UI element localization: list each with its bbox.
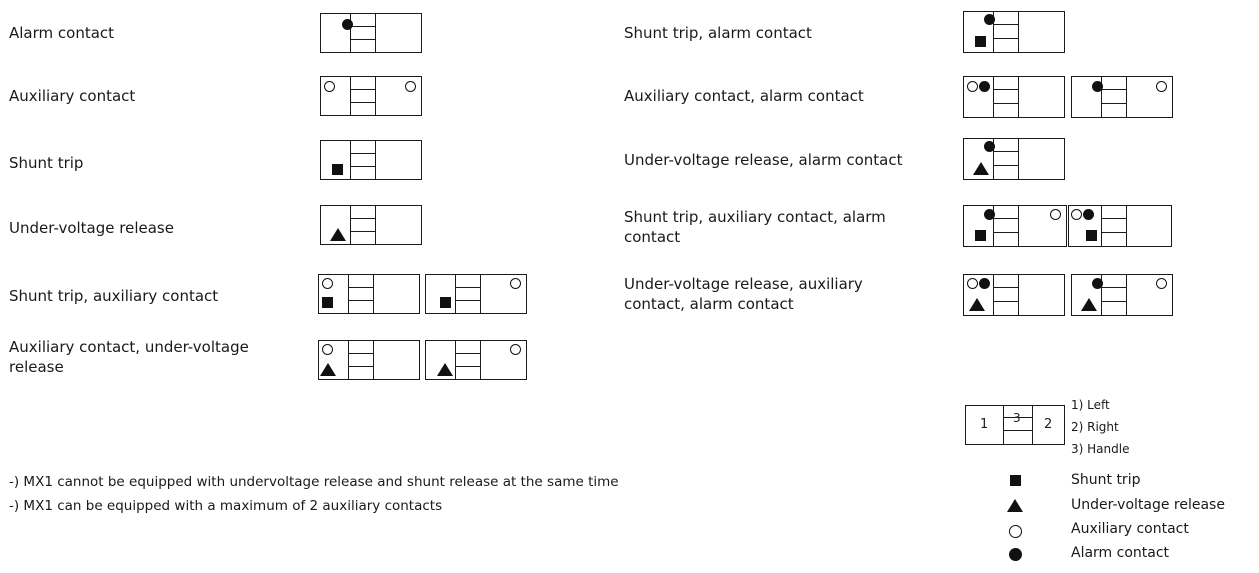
diagram-alarm [320, 13, 422, 53]
legend-undervoltage-release: Under-voltage release [1071, 497, 1225, 513]
alarm-contact-icon [979, 81, 990, 92]
shunt-trip-icon [1086, 230, 1097, 241]
shunt-trip-icon [975, 230, 986, 241]
auxiliary-contact-icon [1071, 209, 1082, 220]
legend-position-handle: 3) Handle [1071, 442, 1130, 456]
undervoltage-release-icon [1007, 499, 1023, 512]
alarm-contact-icon [1083, 209, 1094, 220]
diagram-shunt-aux-right [425, 274, 527, 314]
diagram-shunt-alarm [963, 11, 1065, 53]
alarm-contact-icon [979, 278, 990, 289]
legend-position-left: 1) Left [1071, 398, 1110, 412]
undervoltage-release-icon [969, 298, 985, 311]
row-label-undervoltage-alarm: Under-voltage release, alarm contact [624, 151, 903, 169]
row-label-uv-aux-alarm: Under-voltage release, auxiliary contact… [624, 275, 863, 313]
auxiliary-contact-icon [1050, 209, 1061, 220]
alarm-contact-icon [1009, 548, 1022, 561]
row-label-undervoltage: Under-voltage release [9, 219, 174, 237]
alarm-contact-icon [1092, 81, 1103, 92]
diagram-aux-uv-right [425, 340, 527, 380]
auxiliary-contact-icon [324, 81, 335, 92]
auxiliary-contact-icon [967, 278, 978, 289]
shunt-trip-icon [322, 297, 333, 308]
legend-alarm-contact: Alarm contact [1071, 545, 1170, 561]
diagram-shunt-aux-alarm-right [1068, 205, 1172, 247]
auxiliary-contact-icon [322, 278, 333, 289]
legend-auxiliary-contact: Auxiliary contact [1071, 521, 1189, 537]
alarm-contact-icon [1092, 278, 1103, 289]
diagram-aux-alarm-right [1071, 76, 1173, 118]
row-label-auxiliary: Auxiliary contact [9, 87, 136, 105]
legend-key-box: 1 3 2 [965, 405, 1065, 445]
row-label-shunt: Shunt trip [9, 154, 84, 172]
note-undervoltage-shunt: -) MX1 cannot be equipped with undervolt… [9, 474, 619, 490]
undervoltage-release-icon [973, 162, 989, 175]
auxiliary-contact-icon [967, 81, 978, 92]
diagram-uv-aux-alarm-right [1071, 274, 1173, 316]
diagram-uv-aux-alarm-left [963, 274, 1065, 316]
row-label-shunt-aux: Shunt trip, auxiliary contact [9, 287, 219, 305]
row-label-shunt-aux-alarm: Shunt trip, auxiliary contact, alarm con… [624, 208, 886, 246]
alarm-contact-icon [984, 141, 995, 152]
auxiliary-contact-icon [1156, 81, 1167, 92]
shunt-trip-icon [332, 164, 343, 175]
shunt-trip-icon [975, 36, 986, 47]
auxiliary-contact-icon [510, 278, 521, 289]
alarm-contact-icon [342, 19, 353, 30]
alarm-contact-icon [984, 14, 995, 25]
diagram-aux-uv-left [318, 340, 420, 380]
undervoltage-release-icon [1081, 298, 1097, 311]
diagram-undervoltage [320, 205, 422, 245]
shunt-trip-icon [1010, 475, 1021, 486]
legend-shunt-trip: Shunt trip [1071, 472, 1141, 488]
legend-key-middle: 3 [1013, 411, 1021, 425]
diagram-shunt-aux-alarm-left [963, 205, 1067, 247]
undervoltage-release-icon [437, 363, 453, 376]
auxiliary-contact-icon [510, 344, 521, 355]
legend-key-right: 2 [1044, 417, 1053, 432]
auxiliary-contact-icon [1156, 278, 1167, 289]
row-label-shunt-alarm: Shunt trip, alarm contact [624, 24, 812, 42]
diagram-uv-alarm [963, 138, 1065, 180]
row-label-aux-undervoltage: Auxiliary contact, under-voltage release [9, 338, 249, 376]
undervoltage-release-icon [320, 363, 336, 376]
diagram-shunt-aux-left [318, 274, 420, 314]
legend-key-left: 1 [980, 417, 989, 432]
alarm-contact-icon [984, 209, 995, 220]
auxiliary-contact-icon [322, 344, 333, 355]
row-label-alarm: Alarm contact [9, 24, 115, 42]
diagram-shunt [320, 140, 422, 180]
undervoltage-release-icon [330, 228, 346, 241]
shunt-trip-icon [440, 297, 451, 308]
auxiliary-contact-icon [405, 81, 416, 92]
diagram-aux-alarm-left [963, 76, 1065, 118]
note-max-auxiliary: -) MX1 can be equipped with a maximum of… [9, 498, 443, 514]
legend-position-right: 2) Right [1071, 420, 1119, 434]
diagram-auxiliary [320, 76, 422, 116]
row-label-aux-alarm: Auxiliary contact, alarm contact [624, 87, 864, 105]
auxiliary-contact-icon [1009, 525, 1022, 538]
